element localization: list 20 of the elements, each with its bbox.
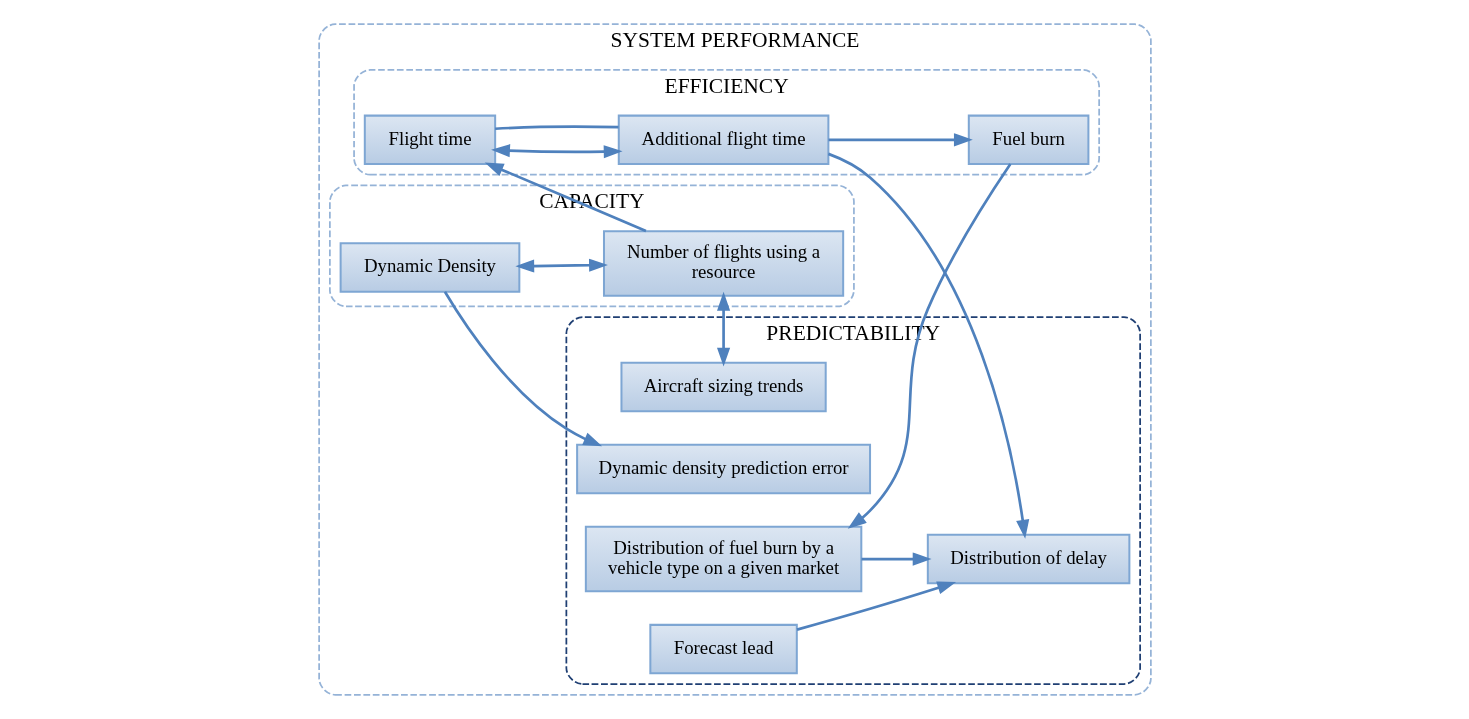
arrow: [861, 552, 932, 566]
node-box: Additional flight time: [617, 114, 829, 165]
arrow: [443, 291, 602, 447]
arrow: [490, 144, 623, 159]
arrow: [796, 581, 956, 631]
arrow: [514, 258, 608, 273]
node-box: Dynamic Density: [339, 242, 520, 293]
node-box: Dynamic density prediction error: [575, 443, 871, 495]
connector: [494, 125, 619, 131]
arrow: [716, 291, 730, 367]
node-box: Aircraft sizing trends: [619, 361, 827, 413]
node-box: Distribution of fuel burn by a vehicle type on a given market: [584, 525, 862, 593]
arrow: [828, 133, 973, 147]
arrow: [847, 163, 1011, 529]
arrow: [827, 152, 1029, 539]
node-box: Flight time: [363, 114, 496, 165]
node-box: Forecast lead: [648, 623, 798, 675]
node-box: Fuel burn: [967, 114, 1089, 165]
node-box: Distribution of delay: [926, 533, 1130, 585]
node-box: Number of flights using a resource: [602, 230, 844, 297]
